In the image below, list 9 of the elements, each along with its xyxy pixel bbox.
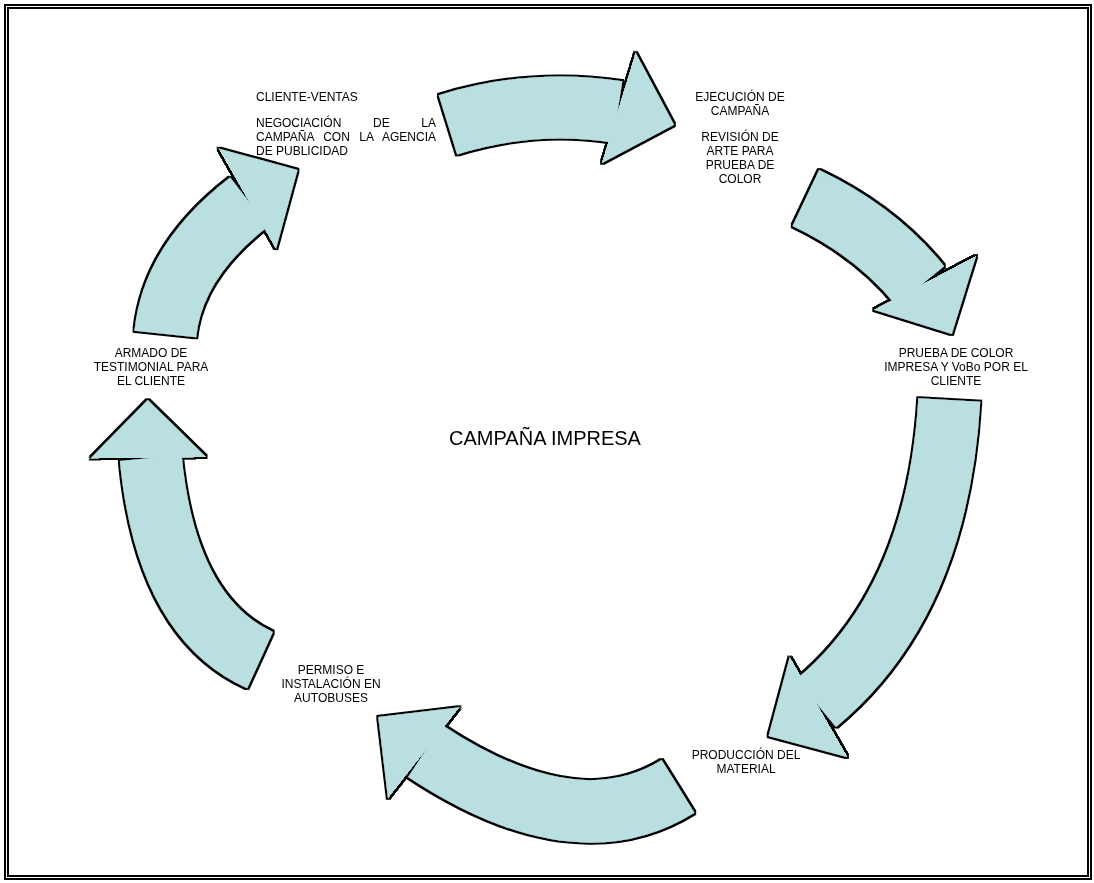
step-label: PERMISO E INSTALACIÓN EN AUTOBUSES bbox=[280, 663, 382, 705]
step-label: EJECUCIÓN DE CAMPAÑA bbox=[694, 90, 786, 118]
step-label: ARMADO DE TESTIMONIAL PARA EL CLIENTE bbox=[92, 346, 210, 388]
step-label: NEGOCIACIÓN DE LA CAMPAÑA CON LA AGENCIA DE PUBLICIDAD bbox=[256, 116, 436, 158]
step-label: PRODUCCIÓN DEL MATERIAL bbox=[690, 748, 802, 776]
diagram-title: CAMPAÑA IMPRESA bbox=[448, 427, 642, 450]
step-label: CLIENTE-VENTAS bbox=[256, 90, 359, 104]
step-label: PRUEBA DE COLOR IMPRESA Y VoBo POR EL CLIENTE bbox=[883, 346, 1029, 388]
step-label: REVISIÓN DE ARTE PARA PRUEBA DE COLOR bbox=[700, 130, 780, 186]
